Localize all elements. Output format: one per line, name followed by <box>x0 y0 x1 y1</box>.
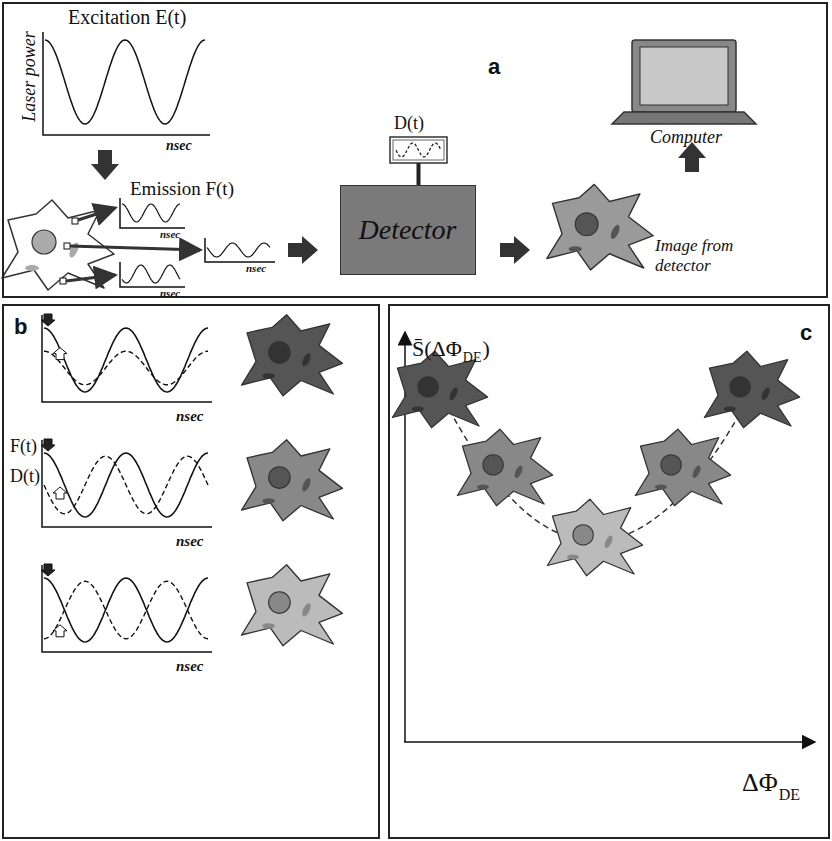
panel: c <box>388 304 830 839</box>
node-label: D(t) <box>394 113 424 134</box>
axis-title: Excitation E(t) <box>68 6 186 29</box>
axis-unit: nsec <box>176 408 204 425</box>
panel-letter: b <box>14 314 27 340</box>
axis-unit: nsec <box>160 228 180 240</box>
axis-subscript: DE <box>779 786 800 804</box>
axis-title: S̄(ΔΦ <box>412 336 462 362</box>
node-label: Detector <box>359 214 457 246</box>
oscilloscope: D(t) <box>390 113 447 163</box>
axis-title: ) <box>482 336 489 362</box>
image-label: Image from detector <box>655 236 747 276</box>
panel-letter: c <box>800 320 812 346</box>
panel: b <box>2 304 380 839</box>
detector-box: Detector <box>340 185 476 275</box>
axis-unit: nsec <box>246 262 266 274</box>
signal-name: Emission F(t) <box>130 178 234 200</box>
device-label: Computer <box>650 127 722 148</box>
signal-name: F(t) <box>10 436 37 457</box>
axis-unit: nsec <box>176 533 204 550</box>
axis-unit: nsec <box>176 658 204 675</box>
axis-unit: nsec <box>160 287 180 299</box>
panel-letter: a <box>488 54 500 80</box>
axis-label: Laser power <box>19 31 40 122</box>
signal-name: D(t) <box>10 466 40 487</box>
axis-unit: nsec <box>166 138 192 154</box>
axis-title: ΔΦ <box>742 768 778 798</box>
connector <box>417 163 421 185</box>
axis-subscript: DE <box>463 350 482 366</box>
